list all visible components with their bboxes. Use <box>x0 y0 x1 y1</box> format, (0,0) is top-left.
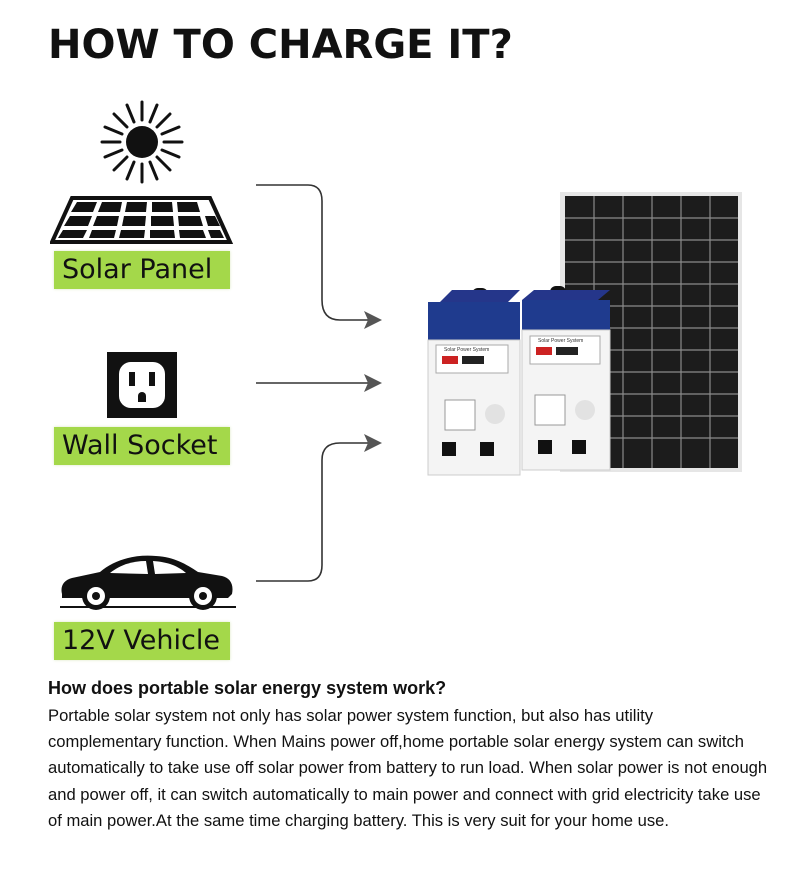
product-image: Solar Power System Solar Power System <box>427 192 742 476</box>
connector-arrows <box>256 184 382 582</box>
arrow-from-vehicle <box>256 442 374 582</box>
car-icon <box>60 555 236 610</box>
info-paragraph: Portable solar system not only has solar… <box>48 706 768 830</box>
sun-solar-panel-icon <box>50 100 234 244</box>
wall-socket-label: Wall Socket <box>54 427 230 465</box>
solar-panel-icon <box>50 196 234 244</box>
info-heading: How does portable solar energy system wo… <box>48 678 447 698</box>
arrowhead-socket <box>364 374 382 392</box>
vehicle-label: 12V Vehicle <box>54 622 230 660</box>
page-title: HOW TO CHARGE IT? <box>48 22 513 68</box>
unit-right-label: Solar Power System <box>538 338 583 344</box>
sun-icon <box>100 100 184 184</box>
power-unit-left: Solar Power System <box>427 288 521 476</box>
unit-left-label: Solar Power System <box>444 347 489 353</box>
arrowhead-vehicle <box>364 434 382 452</box>
power-unit-right: Solar Power System <box>521 286 611 471</box>
solar-panel-label: Solar Panel <box>54 251 230 289</box>
arrowhead-solar <box>364 311 382 329</box>
wall-socket-icon <box>107 352 177 418</box>
arrow-from-solar <box>256 184 374 321</box>
